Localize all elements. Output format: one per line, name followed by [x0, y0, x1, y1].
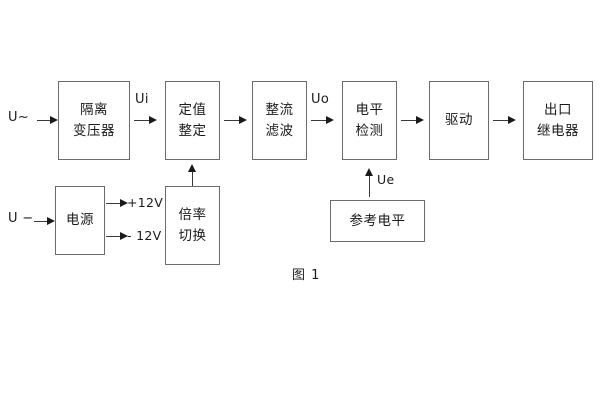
signal-label-ui: Ui	[135, 92, 149, 107]
block-isolation-transformer-line2: 变压器	[73, 122, 115, 139]
ac-input-label: U~	[8, 110, 30, 125]
block-setting-value-line1: 定值	[178, 101, 207, 118]
block-output-relay: 出口 继电器	[523, 81, 593, 160]
block-output-relay-line2: 继电器	[537, 122, 579, 139]
block-multiplier-switch-line1: 倍率	[178, 206, 207, 223]
arrowhead-setting-to-rectify	[239, 115, 247, 124]
connector-level-to-drive	[401, 120, 419, 121]
block-reference-level-line1: 参考电平	[349, 212, 406, 229]
dc-input-label: U −	[8, 211, 34, 226]
signal-label-uo: Uo	[311, 92, 330, 107]
connector-power-negative	[106, 236, 124, 237]
connector-drive-to-relay	[493, 120, 511, 121]
arrowhead-dc-to-power	[47, 216, 55, 225]
connector-dc-to-power	[34, 221, 50, 222]
connector-ac-to-isolation	[37, 120, 53, 121]
signal-label-ue: Ue	[377, 172, 395, 187]
arrowhead-power-negative	[120, 231, 128, 240]
connector-power-positive	[106, 203, 124, 204]
arrowhead-multiplier-to-setting	[187, 164, 196, 172]
arrowhead-drive-to-relay	[508, 115, 516, 124]
block-level-detection-line1: 电平	[355, 101, 384, 118]
block-power-supply-line1: 电源	[66, 212, 94, 229]
arrowhead-power-positive	[120, 198, 128, 207]
block-output-relay-line1: 出口	[544, 101, 572, 118]
arrowhead-rectify-to-level	[326, 115, 334, 124]
block-level-detection: 电平 检测	[342, 81, 397, 160]
arrowhead-isolation-to-setting	[149, 115, 157, 124]
block-rectify-filter: 整流 滤波	[252, 81, 307, 160]
figure-caption: 图 1	[292, 268, 321, 283]
power-rail-positive-label: +12V	[127, 195, 164, 210]
block-power-supply: 电源	[55, 186, 105, 255]
block-rectify-filter-line1: 整流	[265, 101, 294, 118]
arrowhead-level-to-drive	[416, 115, 424, 124]
block-rectify-filter-line2: 滤波	[265, 122, 294, 139]
block-reference-level: 参考电平	[330, 200, 425, 242]
connector-setting-to-rectify	[224, 120, 242, 121]
connector-reference-to-level	[369, 176, 370, 197]
block-level-detection-line2: 检测	[355, 122, 384, 139]
block-setting-value-line2: 整定	[178, 122, 207, 139]
arrowhead-ac-to-isolation	[50, 115, 58, 124]
block-drive-line1: 驱动	[445, 112, 473, 129]
block-multiplier-switch: 倍率 切换	[165, 186, 220, 265]
power-rail-negative-label: - 12V	[127, 228, 162, 243]
block-isolation-transformer: 隔离 变压器	[58, 81, 130, 160]
arrowhead-reference-to-level	[364, 168, 373, 176]
connector-multiplier-to-setting	[192, 172, 193, 186]
block-multiplier-switch-line2: 切换	[178, 227, 207, 244]
connector-isolation-to-setting	[134, 120, 152, 121]
block-drive: 驱动	[429, 81, 489, 160]
connector-rectify-to-level	[311, 120, 329, 121]
block-setting-value: 定值 整定	[165, 81, 220, 160]
block-isolation-transformer-line1: 隔离	[80, 101, 108, 118]
